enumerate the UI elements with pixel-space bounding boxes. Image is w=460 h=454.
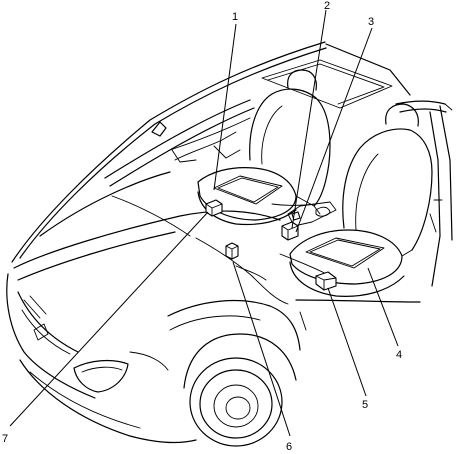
callout-7: 7 [2, 433, 8, 445]
left-seat-weight-sensor [205, 199, 223, 217]
leader-2 [291, 9, 327, 229]
callout-labels: 1 2 3 4 5 6 7 [2, 0, 402, 453]
right-front-seat [289, 103, 433, 297]
right-seat-weight-sensor [315, 271, 337, 291]
callout-6: 6 [286, 441, 292, 453]
leader-4 [367, 267, 399, 347]
callout-3: 3 [368, 16, 374, 28]
callout-2: 2 [324, 0, 330, 12]
floor-control-unit [225, 242, 239, 260]
callout-1: 1 [232, 11, 238, 23]
leader-lines [9, 9, 399, 437]
callout-4: 4 [396, 349, 402, 361]
leader-3 [295, 27, 373, 233]
leader-5 [327, 287, 367, 397]
leader-1 [213, 23, 237, 191]
leader-6 [232, 261, 291, 437]
callout-5: 5 [362, 399, 368, 411]
vehicle-body [6, 41, 453, 447]
leader-7 [9, 211, 209, 427]
